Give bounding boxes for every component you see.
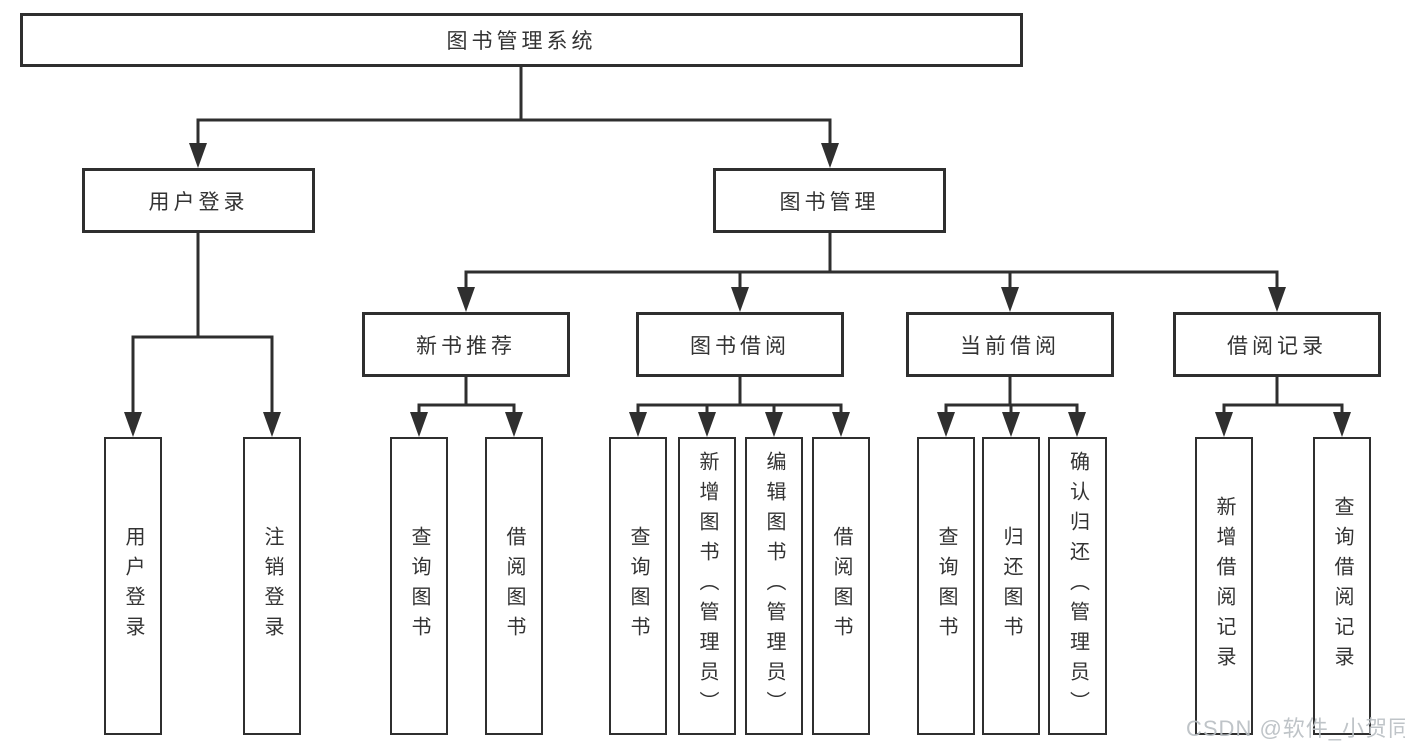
leaf-confirm-return-admin: 确认归还（管理员） [1048,437,1107,735]
leaf-user-login: 用户登录 [104,437,162,735]
node-book-management-label: 图书管理 [779,190,880,214]
leaf-recommend-query-books-label: 查询图书 [408,526,430,646]
node-borrow-records-label: 借阅记录 [1227,334,1327,358]
node-borrow-records: 借阅记录 [1173,312,1381,377]
leaf-logout: 注销登录 [243,437,301,735]
leaf-add-borrow-record-label: 新增借阅记录 [1213,496,1235,676]
node-new-book-recommend-label: 新书推荐 [416,334,516,358]
leaf-confirm-return-admin-label: 确认归还（管理员） [1066,451,1089,721]
leaf-user-login-label: 用户登录 [122,526,144,646]
node-current-borrow-label: 当前借阅 [960,334,1060,358]
arrowhead-icons [124,143,1351,437]
leaf-current-query-books: 查询图书 [917,437,975,735]
leaf-add-borrow-record: 新增借阅记录 [1195,437,1253,735]
leaf-query-borrow-record: 查询借阅记录 [1313,437,1371,735]
node-book-management: 图书管理 [713,168,946,233]
node-current-borrow: 当前借阅 [906,312,1114,377]
leaf-recommend-borrow-books-label: 借阅图书 [503,526,525,646]
leaf-edit-books-admin-label: 编辑图书（管理员） [763,451,785,721]
csdn-watermark: CSDN @软件_小贺同学 [1186,716,1405,741]
leaf-query-borrow-record-label: 查询借阅记录 [1331,496,1353,676]
leaf-borrow-books: 借阅图书 [812,437,870,735]
node-book-borrow-label: 图书借阅 [690,334,790,358]
leaf-add-books-admin: 新增图书（管理员） [678,437,736,735]
leaf-recommend-query-books: 查询图书 [390,437,448,735]
leaf-borrow-query-books-label: 查询图书 [627,526,649,646]
node-root-label: 图书管理系统 [446,30,597,53]
leaf-return-books: 归还图书 [982,437,1040,735]
node-book-borrow: 图书借阅 [636,312,844,377]
leaf-return-books-label: 归还图书 [1000,526,1022,646]
node-root-library-system: 图书管理系统 [20,13,1023,67]
leaf-edit-books-admin: 编辑图书（管理员） [745,437,803,735]
leaf-logout-label: 注销登录 [261,526,283,646]
node-user-login-label: 用户登录 [148,190,249,214]
leaf-current-query-books-label: 查询图书 [935,526,957,646]
leaf-borrow-query-books: 查询图书 [609,437,667,735]
leaf-recommend-borrow-books: 借阅图书 [485,437,543,735]
leaf-borrow-books-label: 借阅图书 [830,526,852,646]
leaf-add-books-admin-label: 新增图书（管理员） [696,451,718,721]
node-user-login: 用户登录 [82,168,315,233]
node-new-book-recommend: 新书推荐 [362,312,570,377]
